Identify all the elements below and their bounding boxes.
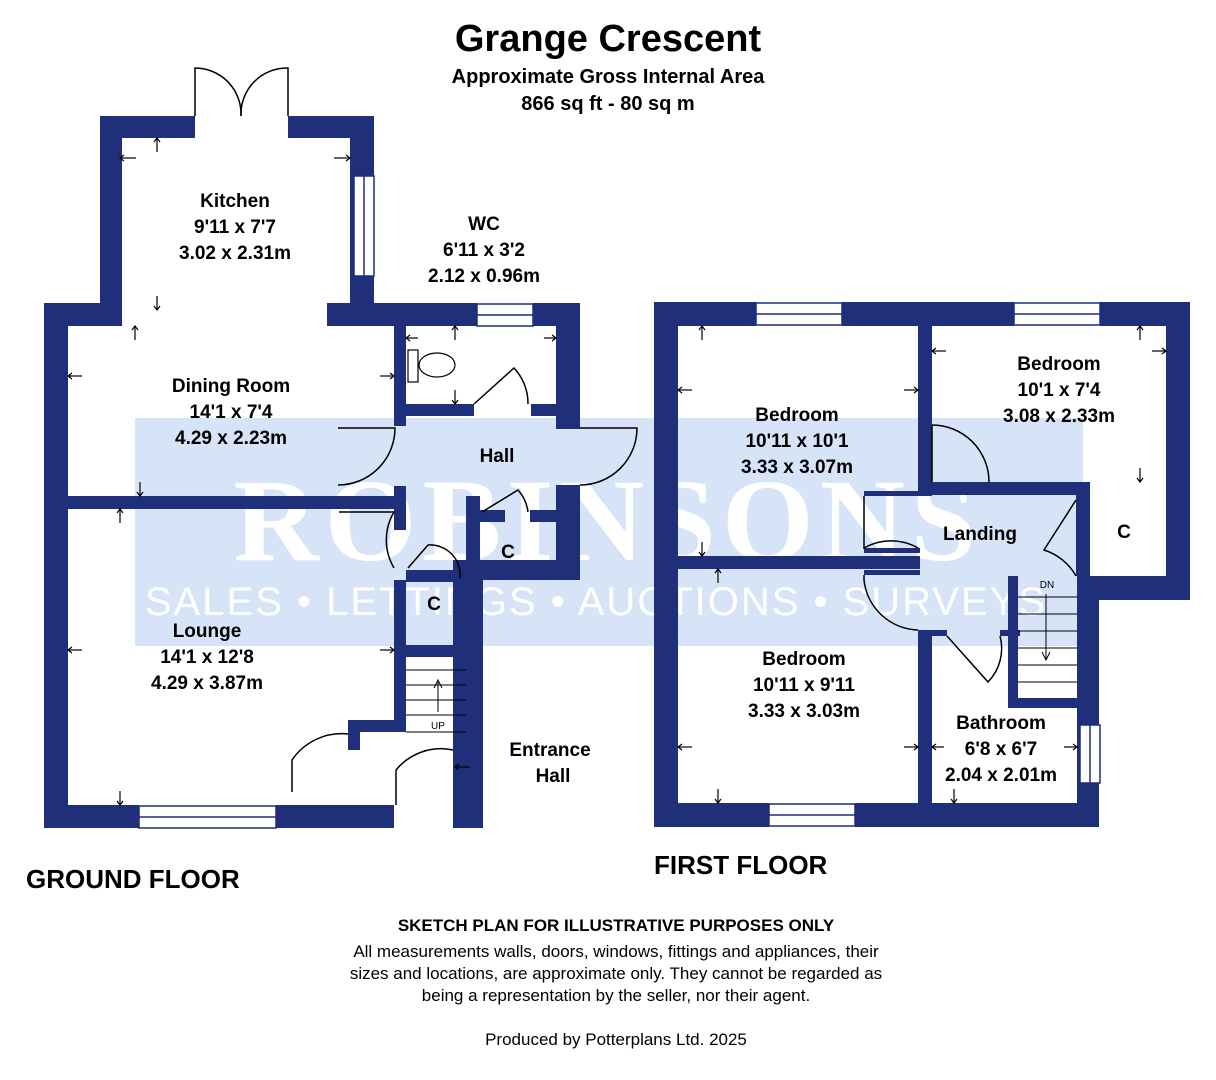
plan-area: 866 sq ft - 80 sq m <box>521 93 695 115</box>
cupboard-hall-name: C <box>501 542 515 563</box>
first-floor-windows <box>755 302 1101 827</box>
bedroom-2-imperial: 10'1 x 7'4 <box>1018 380 1101 401</box>
toilet-fixture <box>407 349 456 383</box>
first-floor-walls <box>654 302 1190 827</box>
bedroom-1-name: Bedroom <box>755 405 838 426</box>
entrance-hall-name: Entrance <box>509 740 590 761</box>
first-floor-room-labels: Bedroom 10'11 x 10'1 3.33 x 3.07m Bedroo… <box>741 354 1131 786</box>
stairs-down-label: DN <box>1040 580 1054 591</box>
kitchen-name: Kitchen <box>200 191 270 212</box>
dining-room-name: Dining Room <box>172 376 290 397</box>
bedroom-2-metric: 3.08 x 2.33m <box>1003 406 1115 427</box>
bathroom-name: Bathroom <box>956 713 1046 734</box>
first-floor-label: FIRST FLOOR <box>654 850 828 880</box>
plan-title: Grange Crescent <box>454 18 762 60</box>
kitchen-metric: 3.02 x 2.31m <box>179 243 291 264</box>
landing-name: Landing <box>943 524 1017 545</box>
entrance-hall-name-line2: Hall <box>536 766 571 787</box>
wc-name: WC <box>468 214 500 235</box>
cupboard-landing-name: C <box>1117 522 1131 543</box>
cupboard-stairs-name: C <box>427 594 441 615</box>
bedroom-3-metric: 3.33 x 3.03m <box>748 701 860 722</box>
ground-floor-doors <box>194 67 638 805</box>
first-floor-doors <box>863 424 1077 684</box>
bedroom-3-imperial: 10'11 x 9'11 <box>753 675 855 696</box>
ground-floor-label: GROUND FLOOR <box>26 864 240 894</box>
ground-floor-dimension-arrows <box>67 137 557 806</box>
stairs-up-label: UP <box>431 721 445 732</box>
disclaimer-line-3: being a representation by the seller, no… <box>421 986 811 1005</box>
watermark-tagline: SALES • LETTINGS • AUCTIONS • SURVEYS <box>145 580 1047 624</box>
dining-room-imperial: 14'1 x 7'4 <box>190 402 273 423</box>
bedroom-3-name: Bedroom <box>762 649 845 670</box>
lounge-imperial: 14'1 x 12'8 <box>160 647 254 668</box>
produced-by: Produced by Potterplans Ltd. 2025 <box>485 1030 747 1049</box>
kitchen-imperial: 9'11 x 7'7 <box>194 217 276 238</box>
bedroom-1-imperial: 10'11 x 10'1 <box>745 431 849 452</box>
ground-floor-room-labels: Kitchen 9'11 x 7'7 3.02 x 2.31m WC 6'11 … <box>151 191 591 787</box>
first-floor-stairs <box>1018 594 1077 683</box>
lounge-metric: 4.29 x 3.87m <box>151 673 263 694</box>
bedroom-2-name: Bedroom <box>1017 354 1100 375</box>
bathroom-metric: 2.04 x 2.01m <box>945 765 1057 786</box>
disclaimer-line-2: sizes and locations, are approximate onl… <box>349 964 883 983</box>
hall-name: Hall <box>480 446 515 467</box>
first-floor-dimension-arrows <box>677 325 1167 804</box>
bathroom-imperial: 6'8 x 6'7 <box>965 739 1037 760</box>
bedroom-1-metric: 3.33 x 3.07m <box>741 457 853 478</box>
plan-subtitle: Approximate Gross Internal Area <box>451 66 765 88</box>
wc-metric: 2.12 x 0.96m <box>428 266 540 287</box>
disclaimer-line-1: All measurements walls, doors, windows, … <box>353 942 879 961</box>
ground-floor-windows <box>138 175 534 829</box>
wc-imperial: 6'11 x 3'2 <box>443 240 525 261</box>
ground-floor-stairs <box>406 669 466 733</box>
disclaimer-heading: SKETCH PLAN FOR ILLUSTRATIVE PURPOSES ON… <box>397 916 835 935</box>
lounge-name: Lounge <box>173 621 242 642</box>
dining-room-metric: 4.29 x 2.23m <box>175 428 287 449</box>
